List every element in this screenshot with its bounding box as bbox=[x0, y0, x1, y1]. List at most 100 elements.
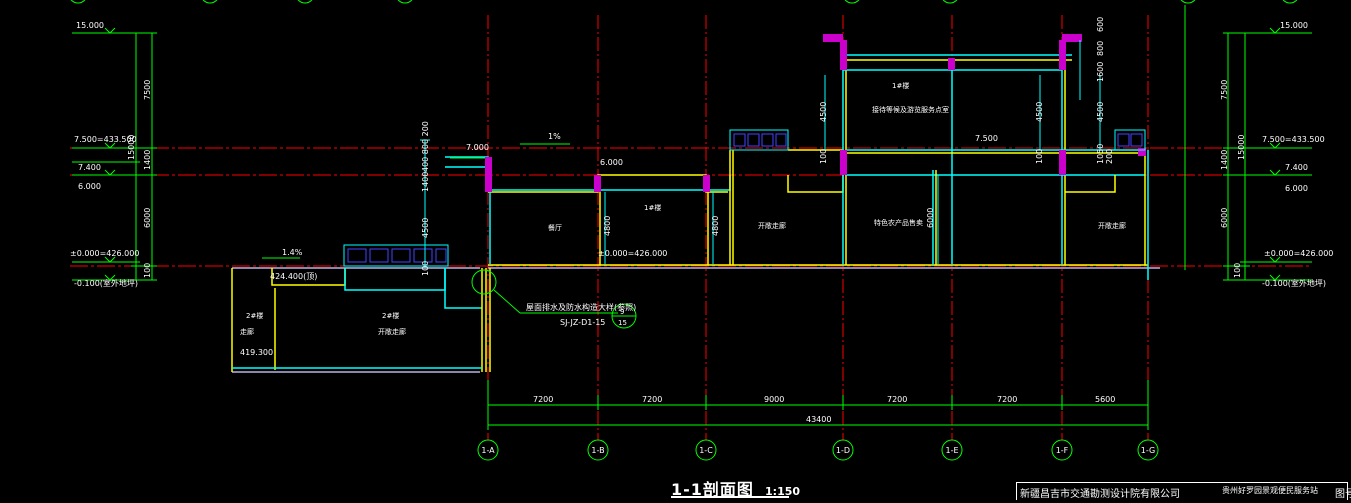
section-scale: 1:150 bbox=[765, 485, 801, 498]
elev-left-top: 15.000 bbox=[76, 21, 104, 30]
elev-right-ground: ±0.000=426.000 bbox=[1264, 249, 1333, 258]
ground-lines bbox=[232, 267, 1160, 373]
left-elevation-marks bbox=[72, 27, 157, 281]
dim-4500b: 4500 bbox=[819, 102, 828, 122]
vdim-right-7500: 7500 bbox=[1220, 80, 1229, 100]
dim-4800a: 4800 bbox=[603, 216, 612, 236]
el-419: 419.300 bbox=[240, 348, 273, 357]
inner-dimension-lines bbox=[420, 40, 1101, 265]
elev-right-mid: 7.500=433.500 bbox=[1262, 135, 1325, 144]
slope-1pct: 1% bbox=[548, 132, 561, 141]
room-label-bldg1: 1#楼 bbox=[644, 203, 661, 212]
axis-label-1d: 1-D bbox=[836, 446, 850, 455]
top-dim-1600: 1600 bbox=[1096, 62, 1105, 82]
room-label-reception: 接待等候及游览服务点室 bbox=[872, 105, 949, 114]
vdim-left-6000: 6000 bbox=[143, 208, 152, 228]
axis-bubbles bbox=[477, 439, 1159, 461]
elev-left-low: 6.000 bbox=[78, 182, 101, 191]
room-label-corridor-3: 开敞走廊 bbox=[378, 327, 406, 336]
slope-1-4pct: 1.4% bbox=[282, 248, 303, 257]
el-424: 424.400(顶) bbox=[270, 272, 317, 281]
columns bbox=[485, 34, 1146, 192]
axis-label-1e: 1-E bbox=[945, 446, 958, 455]
elev-left-mid: 7.500=433.500 bbox=[74, 135, 137, 144]
dim-1050: 1050 bbox=[1096, 144, 1105, 164]
slope-arrows bbox=[262, 143, 570, 259]
dim-100: 100 bbox=[421, 261, 430, 276]
dim-200: 200 bbox=[1105, 149, 1114, 164]
elev-right-outdoor: -0.100(室外地坪) bbox=[1262, 278, 1326, 288]
bottom-dim-4: 7200 bbox=[887, 395, 907, 404]
top-axis-bubbles bbox=[70, 0, 1298, 4]
dim-4500: 4500 bbox=[421, 218, 430, 238]
axis-label-1f: 1-F bbox=[1056, 446, 1069, 455]
vdim-right-1400: 1400 bbox=[1220, 150, 1229, 170]
bottom-dim-6: 5600 bbox=[1095, 395, 1115, 404]
elev-right-low: 6.000 bbox=[1285, 184, 1308, 193]
dim-6000: 6000 bbox=[926, 208, 935, 228]
vdim-left-15000: 15000 bbox=[127, 135, 136, 160]
room-label-bldg1-upper: 1#楼 bbox=[892, 81, 909, 90]
bottom-dimensions bbox=[487, 380, 1149, 430]
sheet-label: 图号 bbox=[1335, 489, 1351, 500]
vdim-left-100: 100 bbox=[143, 263, 152, 278]
vdim-right-15000: 15000 bbox=[1237, 135, 1246, 160]
elev-left-mid2: 7.400 bbox=[78, 163, 101, 172]
detail-callout bbox=[471, 269, 637, 329]
room-label-walkway: 走廊 bbox=[240, 327, 254, 336]
bottom-dim-1: 7200 bbox=[533, 395, 553, 404]
project-name: 贵州好罗园景观便民服务站 bbox=[1222, 486, 1318, 495]
title-block-strip: 新疆昌吉市交通勘测设计院有限公司 贵州好罗园景观便民服务站 图号 bbox=[1016, 482, 1351, 500]
axis-label-1c: 1-C bbox=[699, 446, 713, 455]
el-6000: 6.000 bbox=[600, 158, 623, 167]
dim-4500d: 4500 bbox=[1096, 102, 1105, 122]
axis-label-1b: 1-B bbox=[591, 446, 604, 455]
callout-bubble-top: 9 bbox=[620, 308, 624, 316]
dim-4500c: 4500 bbox=[1035, 102, 1044, 122]
el-7000: 7.000 bbox=[466, 143, 489, 152]
dim-100b: 100 bbox=[819, 149, 828, 164]
vdim-right-6000: 6000 bbox=[1220, 208, 1229, 228]
right-elevation-marks bbox=[1184, 5, 1312, 281]
drawing-title: 1-1剖面图 1:150 bbox=[671, 476, 800, 500]
level-lines bbox=[70, 147, 1310, 267]
ground-mid: ±0.000=426.000 bbox=[598, 249, 667, 258]
callout-ref: SJ-JZ-D1-15 bbox=[560, 318, 605, 327]
dim-100c: 100 bbox=[1035, 149, 1044, 164]
elev-left-outdoor: -0.100(室外地坪) bbox=[74, 278, 138, 288]
elev-right-mid2: 7.400 bbox=[1285, 163, 1308, 172]
axis-label-1a: 1-A bbox=[481, 446, 495, 455]
elev-left-ground: ±0.000=426.000 bbox=[70, 249, 139, 258]
room-label-corridor-1: 开敞走廊 bbox=[758, 221, 786, 230]
room-label-corridor-2: 开敞走廊 bbox=[1098, 221, 1126, 230]
vdim-left-7500: 7500 bbox=[143, 80, 152, 100]
total-dim: 43400 bbox=[806, 415, 831, 424]
bottom-dim-5: 7200 bbox=[997, 395, 1017, 404]
dim-4800b: 4800 bbox=[711, 216, 720, 236]
company-name: 新疆昌吉市交通勘测设计院有限公司 bbox=[1020, 489, 1180, 500]
elev-right-top: 15.000 bbox=[1280, 21, 1308, 30]
bottom-dim-3: 9000 bbox=[764, 395, 784, 404]
room-label-dining: 餐厅 bbox=[548, 223, 562, 232]
window-boxes bbox=[343, 129, 1146, 267]
building-structure bbox=[231, 54, 1149, 372]
dim-1400: 1400 bbox=[421, 172, 430, 192]
top-dim-800: 800 bbox=[1096, 41, 1105, 56]
section-title: 1-1剖面图 bbox=[671, 480, 754, 499]
axis-label-1g: 1-G bbox=[1141, 446, 1155, 455]
title-underline bbox=[671, 496, 789, 498]
callout-text: 屋面排水及防水构造大样(参照) bbox=[526, 302, 636, 312]
axis-grid-vertical bbox=[487, 15, 1149, 440]
vdim-left-1400: 1400 bbox=[143, 150, 152, 170]
callout-bubble-bottom: 15 bbox=[618, 319, 627, 327]
bottom-dim-2: 7200 bbox=[642, 395, 662, 404]
room-label-bldg2-a: 2#楼 bbox=[246, 311, 263, 320]
top-dim-600: 600 bbox=[1096, 17, 1105, 32]
room-label-bldg2-b: 2#楼 bbox=[382, 311, 399, 320]
el-7500: 7.500 bbox=[975, 134, 998, 143]
room-label-produce: 特色农产品售卖 bbox=[874, 218, 923, 227]
vdim-right-100: 100 bbox=[1233, 263, 1242, 278]
dims-400-800-200: 400 800 200 bbox=[421, 121, 430, 172]
